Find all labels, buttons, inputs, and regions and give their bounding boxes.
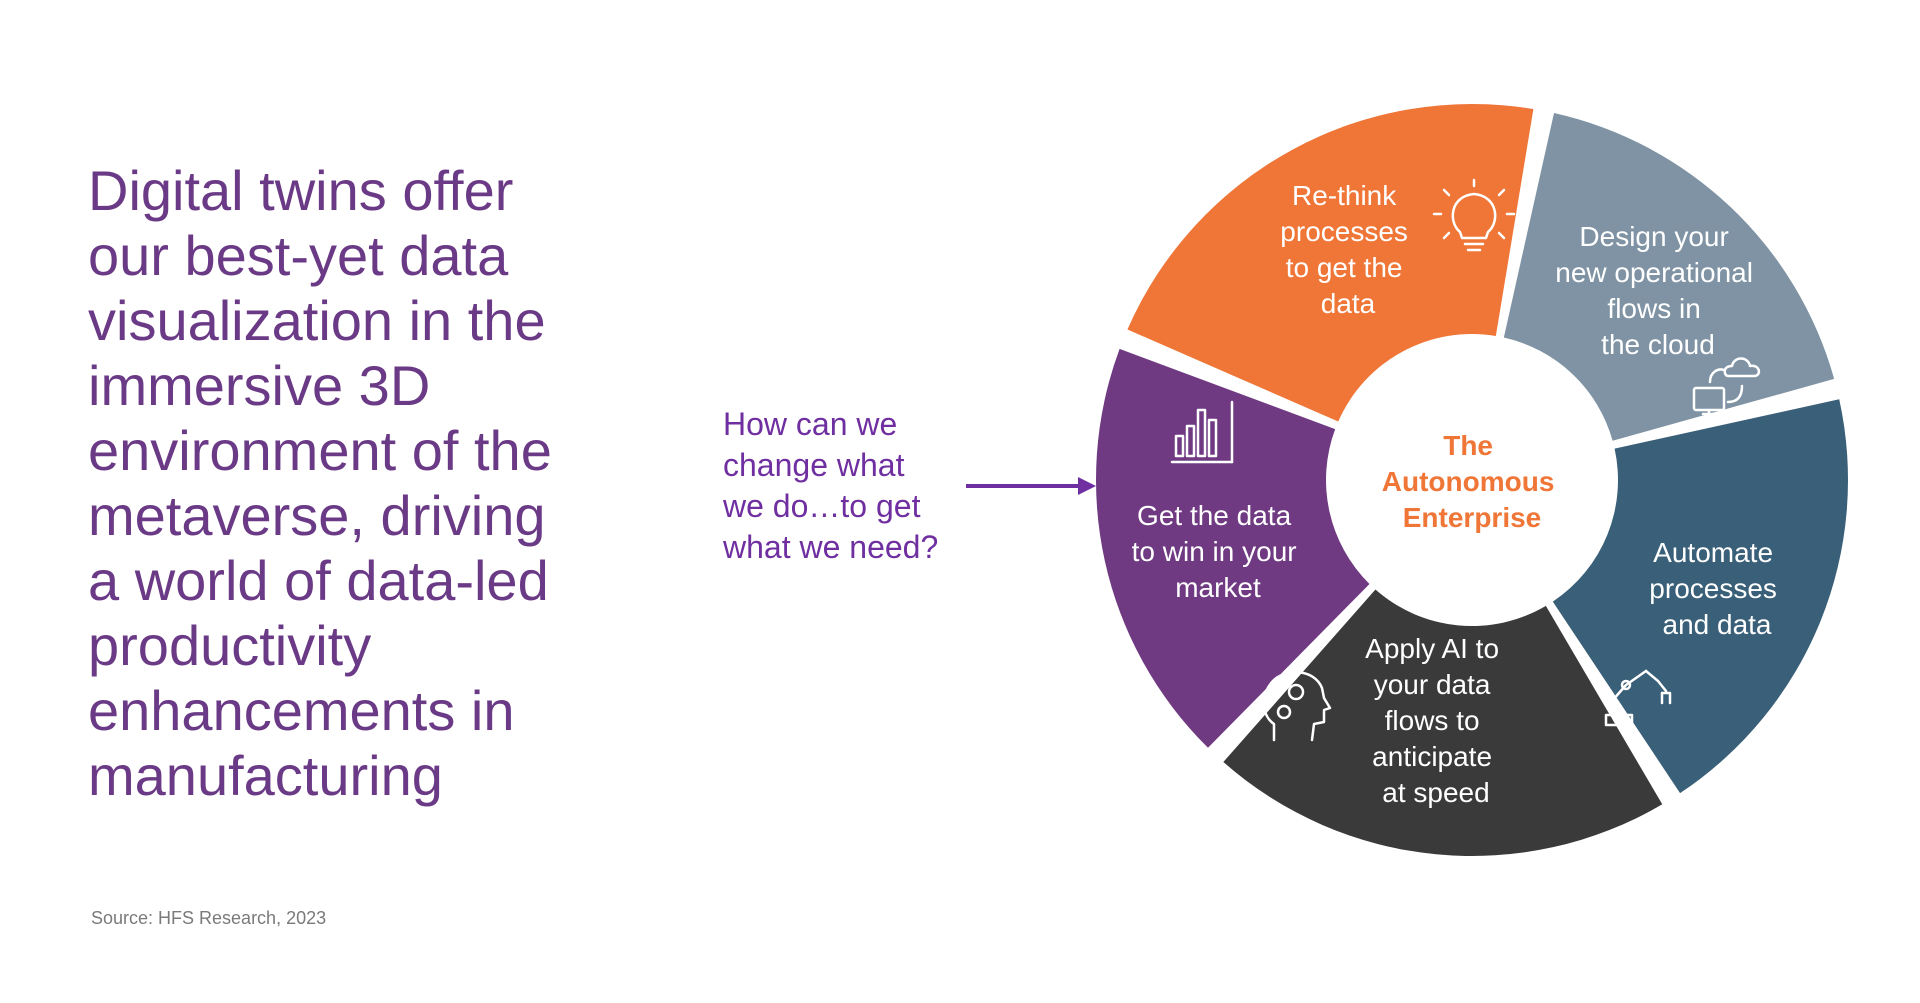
question-text: How can we change what we do…to get what… [723,406,939,565]
source-note: Source: HFS Research, 2023 [91,908,327,928]
segment-automate [1552,399,1848,794]
segment-label-design: Design your new operational flows in the… [1555,221,1760,360]
segment-label-automate: Automate processes and data [1649,537,1784,640]
lightbulb-icon [1432,178,1516,252]
ai-head-icon [1262,670,1332,742]
segment-design [1503,113,1835,441]
bar-chart-icon [1170,400,1234,464]
segment-apply-ai [1223,589,1663,856]
center-label: The Autonomous Enterprise [1382,430,1562,533]
robot-arm-icon [1604,669,1672,727]
headline: Digital twins offer our best-yet data vi… [88,159,552,807]
segment-label-get-data: Get the data to win in your market [1132,500,1305,603]
question-arrow [966,477,1096,495]
center-hub: The Autonomous Enterprise [1336,344,1608,616]
segment-label-rethink: Re-think processes to get the data [1280,180,1415,319]
segment-label-apply-ai: Apply AI to your data flows to anticipat… [1365,633,1507,808]
segment-rethink [1127,104,1534,422]
segment-get-data [1096,348,1370,748]
cloud-computer-icon [1692,357,1761,416]
